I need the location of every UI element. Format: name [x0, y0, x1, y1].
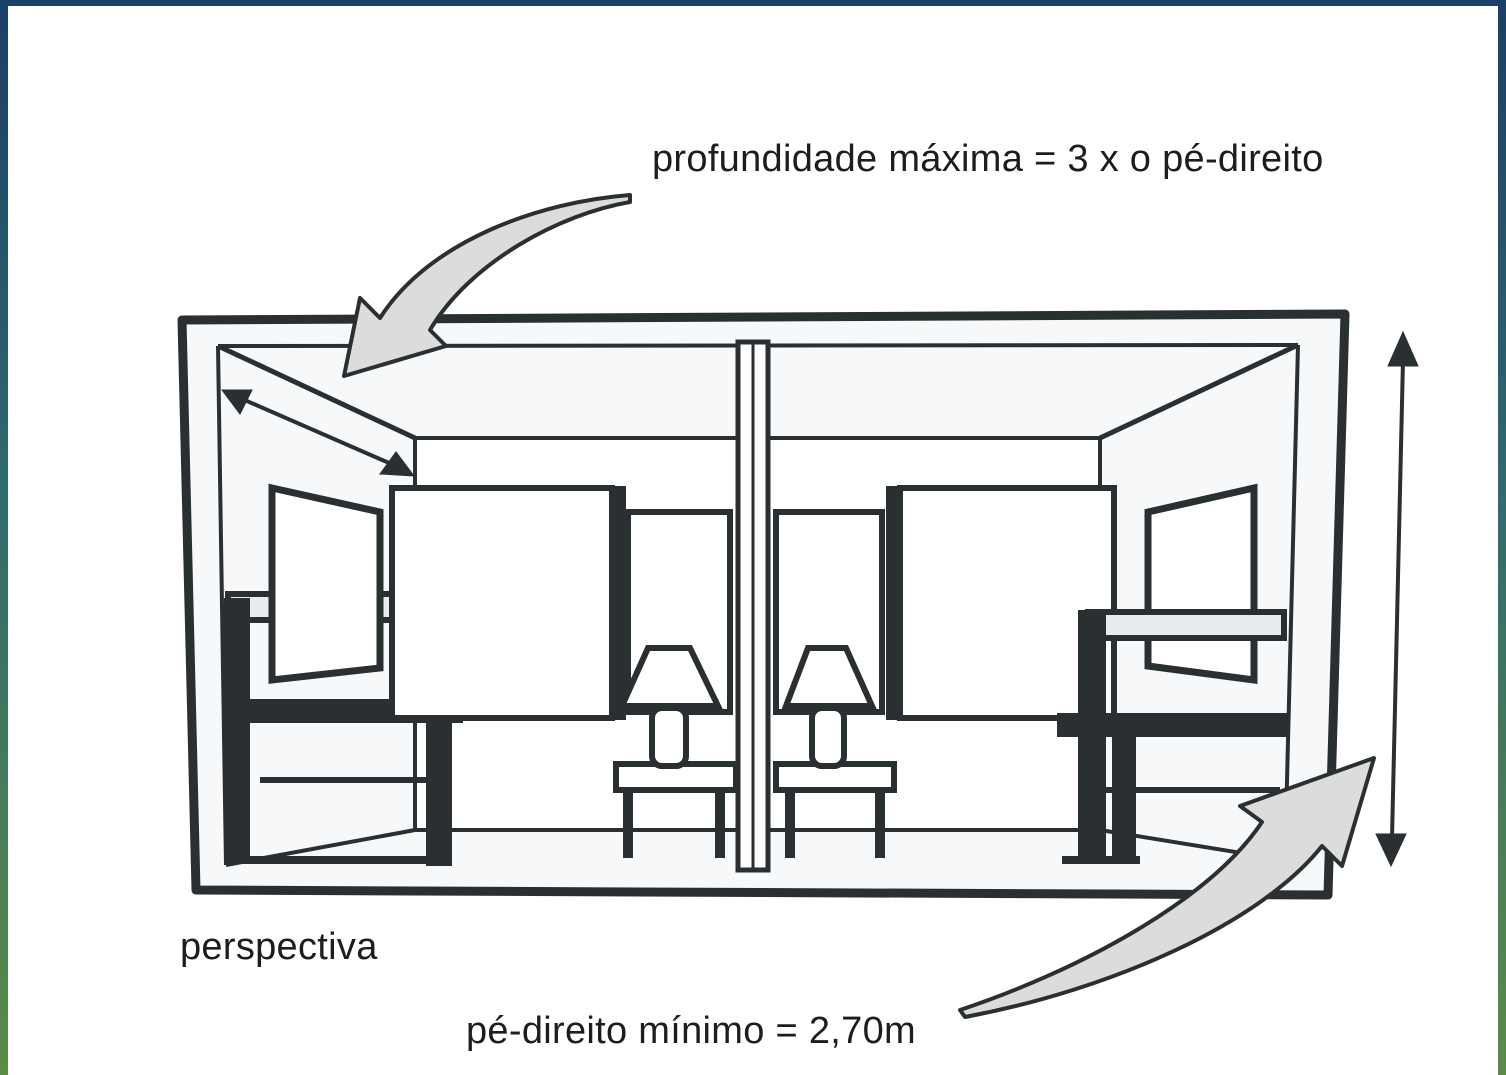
right-bunk-bed — [1057, 609, 1287, 864]
right-window — [1144, 483, 1258, 684]
divider-pillar — [735, 339, 771, 873]
height-dimension-arrow — [1375, 330, 1419, 868]
height-callout-arrow — [958, 756, 1376, 1019]
room-diagram — [177, 193, 1419, 1019]
view-label: perspectiva — [180, 926, 378, 968]
diagram-panel: profundidade máxima = 3 x o pé-direito p… — [8, 6, 1498, 1075]
depth-dimension-arrow — [221, 389, 416, 477]
depth-callout-arrow — [342, 193, 632, 378]
left-nightstand — [613, 645, 739, 858]
height-label: pé-direito mínimo = 2,70m — [466, 1010, 916, 1052]
depth-label: profundidade máxima = 3 x o pé-direito — [652, 138, 1324, 180]
left-window — [268, 483, 384, 684]
left-wardrobe — [389, 485, 626, 721]
right-nightstand — [773, 645, 897, 858]
